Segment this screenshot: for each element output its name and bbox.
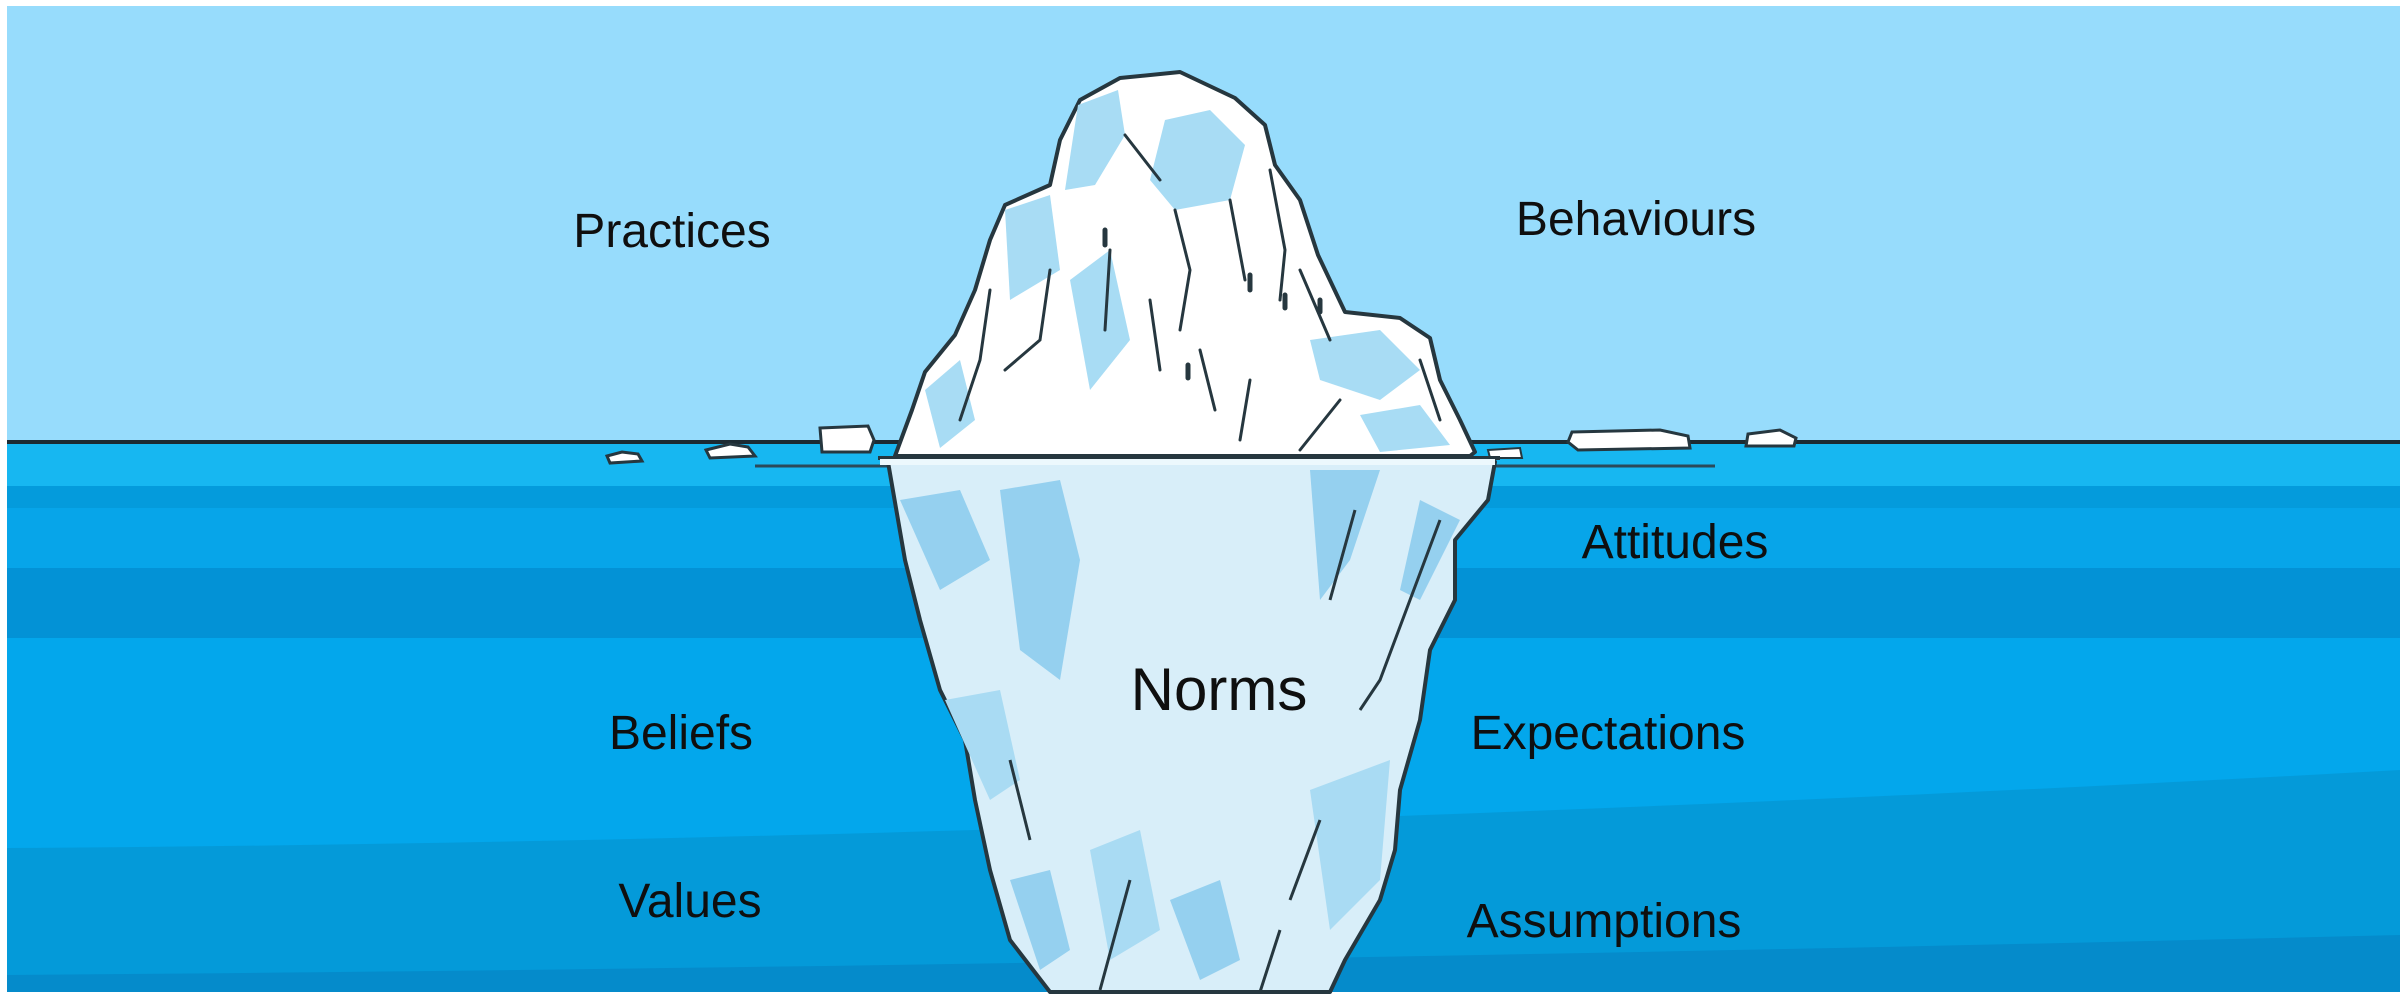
ice-chunk: [1566, 428, 1692, 452]
iceberg-underwater-facet: [1170, 880, 1240, 980]
iceberg-shadow-facet: [1070, 250, 1130, 390]
iceberg-underwater-facet: [1310, 760, 1390, 930]
ice-chunk: [1486, 446, 1524, 459]
iceberg-drip-marks: [1102, 227, 1323, 381]
iceberg-shadow-facet: [925, 360, 975, 448]
iceberg-underwater-crack: [1008, 509, 1442, 993]
iceberg-underwater-facet: [1010, 870, 1070, 970]
iceberg-underwater-facet: [945, 690, 1020, 800]
iceberg-crack-lines: [958, 133, 1442, 452]
iceberg-shadow-facet: [1360, 405, 1450, 452]
label-norms: Norms: [1130, 656, 1308, 723]
ice-chunk: [818, 424, 876, 454]
iceberg-shadow-facet: [1005, 195, 1060, 300]
label-practices: Practices: [573, 205, 771, 258]
label-behaviours: Behaviours: [1515, 193, 1757, 246]
ice-chunk: [1744, 428, 1798, 448]
ice-chunk: [703, 442, 758, 460]
label-values: Values: [618, 875, 762, 928]
iceberg-underwater-facet: [1000, 480, 1080, 680]
label-expectations: Expectations: [1470, 707, 1746, 760]
iceberg-shadow-facet: [1310, 330, 1420, 400]
label-assumptions: Assumptions: [1466, 895, 1742, 948]
label-attitudes: Attitudes: [1581, 516, 1769, 569]
iceberg-underwater-facet: [900, 490, 990, 590]
iceberg-shadow-facet: [1065, 90, 1125, 190]
iceberg-waterline-highlight: [880, 459, 1495, 465]
ice-chunk: [604, 450, 645, 465]
label-beliefs: Beliefs: [608, 707, 754, 760]
iceberg-underwater-facet: [1310, 470, 1380, 600]
iceberg-shadow-facet: [1150, 110, 1245, 210]
